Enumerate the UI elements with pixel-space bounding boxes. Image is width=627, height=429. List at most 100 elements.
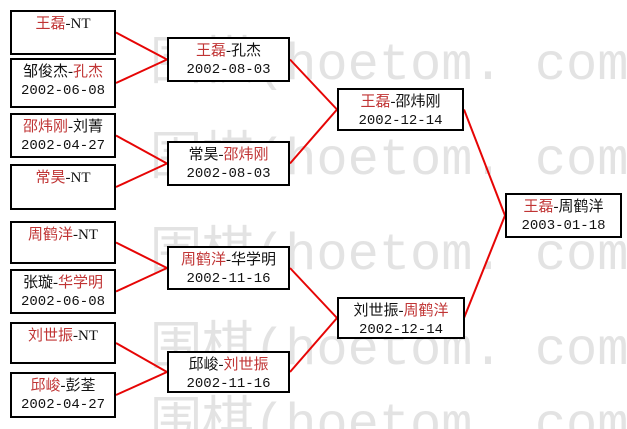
match-players: 王磊-NT	[12, 14, 114, 34]
match-date: 2003-01-18	[521, 218, 606, 234]
player-name-right: 孔杰	[231, 43, 262, 59]
match-date: 2002-08-03	[186, 166, 271, 182]
match-players: 王磊-邵炜刚	[339, 92, 462, 112]
match-box-r1-5: 周鹤洋-NT	[10, 221, 116, 264]
dash-separator: -	[218, 147, 224, 163]
match-players: 邹俊杰-孔杰	[12, 62, 114, 82]
match-players: 刘世振-NT	[12, 326, 114, 346]
match-players: 常昊-NT	[12, 168, 114, 188]
dash-separator: -	[218, 357, 224, 373]
match-date: 2002-04-27	[20, 138, 105, 154]
player-name-left: 王磊	[35, 16, 66, 32]
player-name-right: 周鹤洋	[403, 303, 449, 319]
match-date: 2002-04-27	[20, 397, 105, 413]
player-name-left: 王磊	[523, 199, 554, 215]
match-date: 2002-11-16	[186, 271, 271, 287]
dash-separator: -	[60, 378, 66, 394]
dash-separator: -	[53, 275, 58, 291]
player-name-left: 周鹤洋	[180, 252, 226, 268]
player-name-left: 张璇	[22, 275, 53, 291]
player-name-left: 邱峻	[188, 357, 219, 373]
dash-separator: -	[398, 303, 404, 319]
connector-line	[115, 267, 168, 293]
dash-separator: -	[226, 43, 231, 59]
player-name-right: 邵炜刚	[223, 147, 269, 163]
connector-line	[289, 108, 338, 165]
dash-separator: -	[226, 252, 231, 268]
dash-separator: -	[65, 170, 71, 186]
dash-separator: -	[390, 94, 396, 110]
connector-line	[115, 371, 168, 396]
match-date: 2002-06-08	[20, 83, 105, 99]
connector-line	[115, 58, 168, 84]
dash-separator: -	[73, 328, 78, 344]
connector-line	[115, 162, 168, 188]
match-players: 周鹤洋-NT	[12, 225, 114, 245]
player-name-right: NT	[78, 328, 98, 344]
player-name-left: 邹俊杰	[22, 64, 68, 80]
connector-line	[289, 267, 338, 319]
connector-line	[115, 134, 168, 165]
connector-line	[115, 241, 168, 269]
match-date: 2002-12-14	[358, 113, 443, 129]
match-players: 张璇-华学明	[12, 273, 114, 293]
player-name-right: 周鹤洋	[558, 199, 604, 215]
player-name-left: 邵炜刚	[22, 119, 68, 135]
player-name-left: 邱峻	[30, 378, 61, 394]
match-date: 2002-11-16	[186, 376, 271, 392]
connector-line	[463, 109, 506, 216]
player-name-right: 刘菁	[73, 119, 104, 135]
dash-separator: -	[553, 199, 559, 215]
match-players: 邱峻-刘世振	[169, 355, 288, 375]
player-name-right: 孔杰	[73, 64, 104, 80]
player-name-right: 华学明	[58, 275, 104, 291]
match-players: 刘世振-周鹤洋	[339, 301, 463, 321]
watermark-text: 围棋(hoetom. com)	[150, 396, 627, 429]
match-date: 2002-12-14	[358, 322, 443, 338]
match-players: 王磊-孔杰	[169, 41, 288, 61]
dash-separator: -	[65, 16, 71, 32]
match-players: 邵炜刚-刘菁	[12, 117, 114, 137]
match-players: 王磊-周鹤洋	[507, 197, 620, 217]
dash-separator: -	[68, 64, 73, 80]
match-players: 周鹤洋-华学明	[169, 250, 288, 270]
connector-line	[463, 215, 506, 319]
match-players: 常昊-邵炜刚	[169, 145, 288, 165]
match-box-r1-7: 刘世振-NT	[10, 322, 116, 364]
player-name-left: 刘世振	[353, 303, 399, 319]
match-box-r1-4: 常昊-NT	[10, 164, 116, 210]
player-name-right: NT	[70, 16, 91, 32]
match-date: 2002-06-08	[20, 294, 105, 310]
player-name-right: NT	[70, 170, 91, 186]
player-name-right: 华学明	[231, 252, 277, 268]
player-name-left: 王磊	[195, 43, 226, 59]
dash-separator: -	[73, 227, 78, 243]
match-box-r1-1: 王磊-NT	[10, 10, 116, 55]
connector-line	[115, 342, 168, 373]
player-name-right: 彭荃	[65, 378, 96, 394]
dash-separator: -	[68, 119, 73, 135]
player-name-left: 王磊	[360, 94, 391, 110]
player-name-right: NT	[78, 227, 98, 243]
connector-line	[289, 58, 338, 111]
player-name-left: 常昊	[188, 147, 219, 163]
player-name-left: 周鹤洋	[27, 227, 73, 243]
connector-line	[289, 317, 338, 373]
player-name-right: 邵炜刚	[395, 94, 441, 110]
match-players: 邱峻-彭荃	[12, 376, 114, 396]
match-date: 2002-08-03	[186, 62, 271, 78]
player-name-left: 刘世振	[27, 328, 73, 344]
